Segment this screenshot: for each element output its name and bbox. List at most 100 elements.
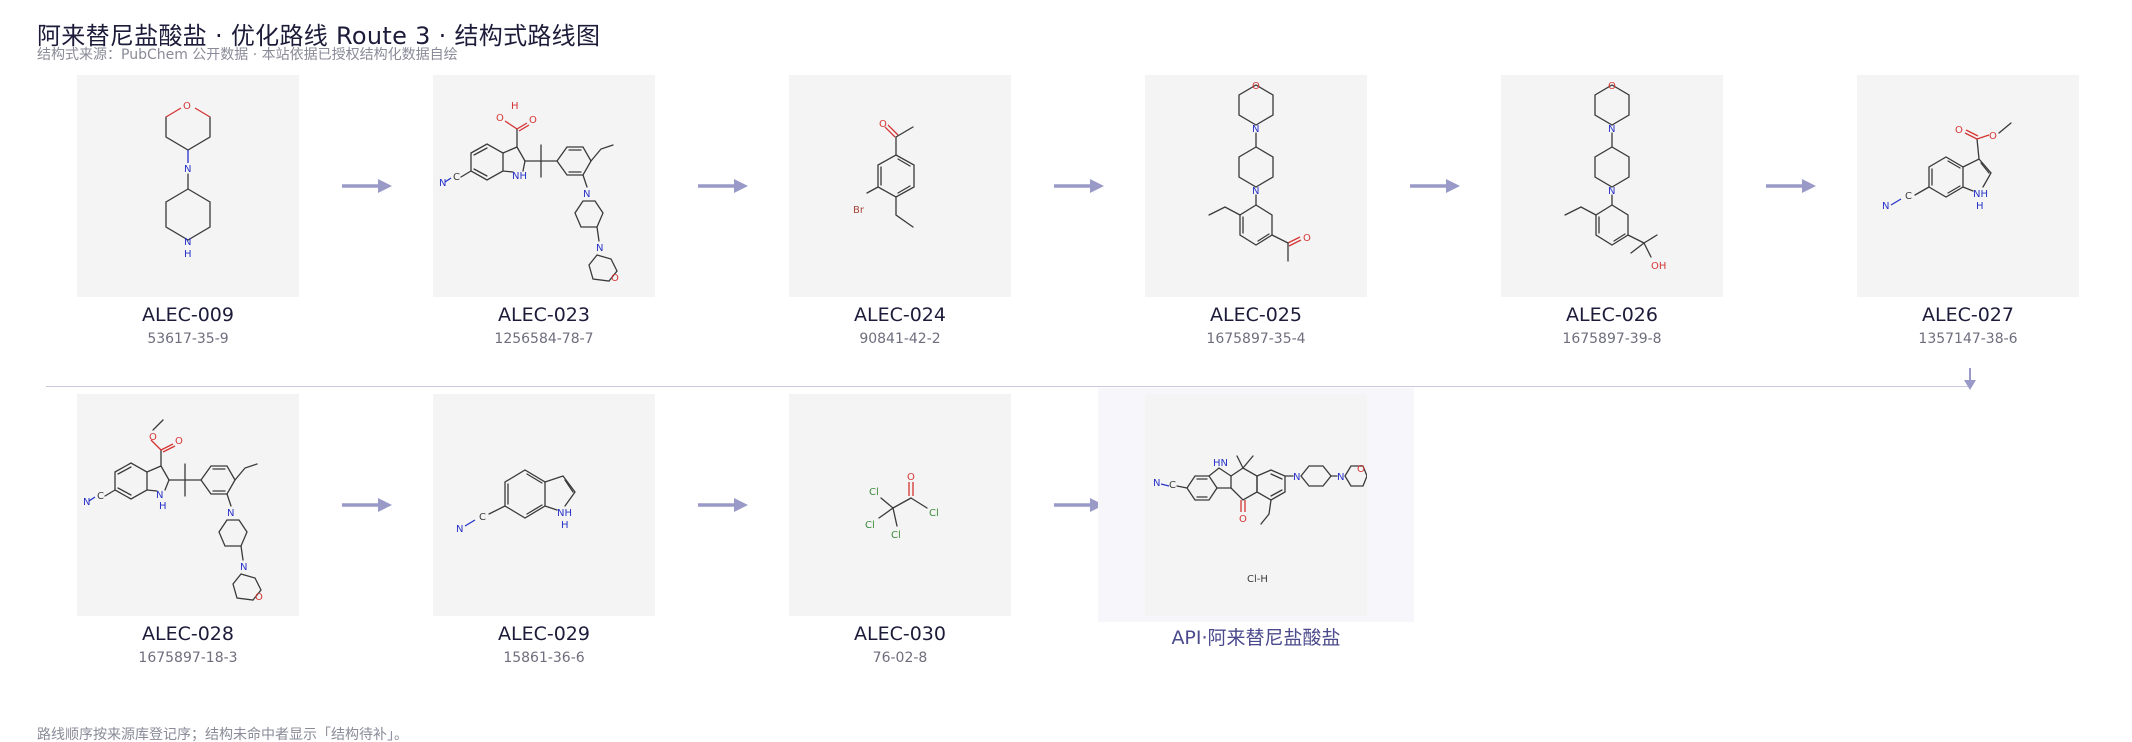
api-structure-tile: N C HN O N — [1098, 388, 1414, 622]
svg-text:NH: NH — [1973, 189, 1988, 200]
compound-card-alec-024[interactable]: O Br ALEC-024 90841-42-2 — [789, 75, 1011, 347]
compound-cas: 76-02-8 — [872, 650, 928, 666]
row-wrap-line — [46, 386, 1972, 387]
compound-card-alec-030[interactable]: O Cl Cl Cl Cl ALEC-030 76-02-8 — [789, 394, 1011, 666]
svg-text:O: O — [496, 113, 504, 124]
row-wrap-arrow-icon — [1964, 368, 1976, 390]
svg-text:Cl: Cl — [865, 520, 875, 531]
compound-card-alec-028[interactable]: N H O O C N N N — [77, 394, 299, 666]
svg-text:N: N — [456, 524, 463, 535]
route-arrow — [1054, 178, 1104, 194]
svg-text:O: O — [1303, 233, 1311, 244]
svg-text:O: O — [149, 432, 157, 443]
svg-text:C: C — [453, 172, 460, 183]
svg-text:Cl: Cl — [891, 530, 901, 541]
svg-text:C: C — [97, 491, 104, 502]
svg-text:N: N — [596, 243, 603, 254]
api-structure-image: N C HN O N — [1145, 394, 1367, 616]
structure-tile: O N N O — [1145, 75, 1367, 297]
compound-cas: 1256584-78-7 — [494, 331, 594, 347]
svg-text:N: N — [240, 562, 247, 573]
structure-tile: O Br — [789, 75, 1011, 297]
compound-card-alec-026[interactable]: O N N OH ALEC-026 1675897-39-8 — [1501, 75, 1723, 347]
compound-cas: 1675897-18-3 — [138, 650, 238, 666]
svg-text:N: N — [1293, 472, 1300, 483]
svg-text:NH: NH — [557, 508, 572, 519]
svg-text:N: N — [156, 490, 163, 501]
structure-tile: NH O O H C N — [433, 75, 655, 297]
svg-text:N: N — [1882, 201, 1889, 212]
svg-text:H: H — [1976, 201, 1984, 212]
svg-text:O: O — [1357, 464, 1365, 475]
svg-text:Cl: Cl — [929, 508, 939, 519]
svg-text:O: O — [1989, 131, 1997, 142]
structure-tile: O N N OH — [1501, 75, 1723, 297]
route-arrow — [698, 178, 748, 194]
compound-card-alec-027[interactable]: NH H O O C N ALEC-027 1357147-38-6 — [1857, 75, 2079, 347]
route-arrow — [698, 497, 748, 513]
svg-text:Br: Br — [853, 205, 865, 216]
compound-name: ALEC-030 — [854, 623, 946, 645]
compound-card-alec-023[interactable]: NH O O H C N — [433, 75, 655, 347]
svg-text:OH: OH — [1651, 261, 1666, 272]
structure-tile: NH H O O C N — [1857, 75, 2079, 297]
compound-cas: 1675897-39-8 — [1562, 331, 1662, 347]
route-footnote: 路线顺序按来源库登记序；结构未命中者显示「结构待补」。 — [37, 727, 408, 742]
page-subtitle: 结构式来源：PubChem 公开数据 · 本站依据已授权结构化数据自绘 — [37, 47, 458, 63]
compound-card-alec-025[interactable]: O N N O ALEC-025 1675897-35-4 — [1145, 75, 1367, 347]
structure-image: NH H O O C N — [1882, 122, 2012, 212]
svg-text:O: O — [879, 119, 887, 130]
svg-text:C: C — [1169, 480, 1176, 491]
svg-text:N: N — [83, 497, 90, 508]
compound-name: ALEC-028 — [142, 623, 234, 645]
svg-text:N: N — [1153, 478, 1160, 489]
compound-name: ALEC-027 — [1922, 304, 2014, 326]
svg-text:N: N — [1337, 472, 1344, 483]
api-product-card[interactable]: N C HN O N — [1098, 388, 1414, 650]
compound-cas: 1357147-38-6 — [1918, 331, 2018, 347]
svg-text:N: N — [227, 508, 234, 519]
svg-text:N: N — [1608, 124, 1615, 135]
compound-name: ALEC-009 — [142, 304, 234, 326]
structure-image: NH O O H C N — [439, 101, 619, 284]
svg-text:H: H — [184, 249, 192, 260]
compound-name: ALEC-023 — [498, 304, 590, 326]
svg-text:O: O — [529, 115, 537, 126]
structure-tile: NH H C N — [433, 394, 655, 616]
svg-text:C: C — [479, 512, 486, 523]
svg-text:O: O — [1252, 81, 1260, 92]
route-arrow — [1410, 178, 1460, 194]
svg-text:HN: HN — [1213, 458, 1228, 469]
page-title: 阿来替尼盐酸盐 · 优化路线 Route 3 · 结构式路线图 — [37, 22, 601, 50]
compound-cas: 53617-35-9 — [147, 331, 229, 347]
structure-image: O Br — [853, 119, 915, 228]
compound-name: ALEC-025 — [1210, 304, 1302, 326]
route-arrow — [1054, 497, 1104, 513]
svg-text:N: N — [184, 164, 191, 175]
svg-text:Cl-H: Cl-H — [1247, 574, 1268, 585]
api-product-name: API·阿来替尼盐酸盐 — [1171, 627, 1341, 649]
svg-text:N: N — [439, 178, 446, 189]
svg-text:H: H — [159, 501, 167, 512]
compound-name: ALEC-029 — [498, 623, 590, 645]
svg-text:N: N — [1252, 186, 1259, 197]
structure-image: NH H C N — [456, 469, 576, 535]
structure-image: N H O O C N N N — [83, 419, 263, 603]
svg-text:N: N — [1252, 124, 1259, 135]
structure-image: O N N OH — [1564, 81, 1666, 272]
structure-tile: N H O O C N N N — [77, 394, 299, 616]
svg-text:O: O — [1608, 81, 1616, 92]
compound-card-alec-029[interactable]: NH H C N ALEC-029 15861-36-6 — [433, 394, 655, 666]
svg-text:NH: NH — [512, 171, 527, 182]
svg-text:H: H — [561, 520, 569, 531]
svg-text:N: N — [583, 189, 590, 200]
compound-cas: 15861-36-6 — [503, 650, 585, 666]
structure-image: O Cl Cl Cl Cl — [865, 472, 939, 541]
route-arrow — [1766, 178, 1816, 194]
compound-cas: 90841-42-2 — [859, 331, 941, 347]
svg-text:O: O — [183, 101, 191, 112]
compound-card-alec-009[interactable]: O N N H ALEC-009 53617-35-9 — [77, 75, 299, 347]
structure-image: O N N O — [1208, 81, 1311, 262]
svg-text:C: C — [1905, 191, 1912, 202]
svg-text:O: O — [907, 472, 915, 483]
